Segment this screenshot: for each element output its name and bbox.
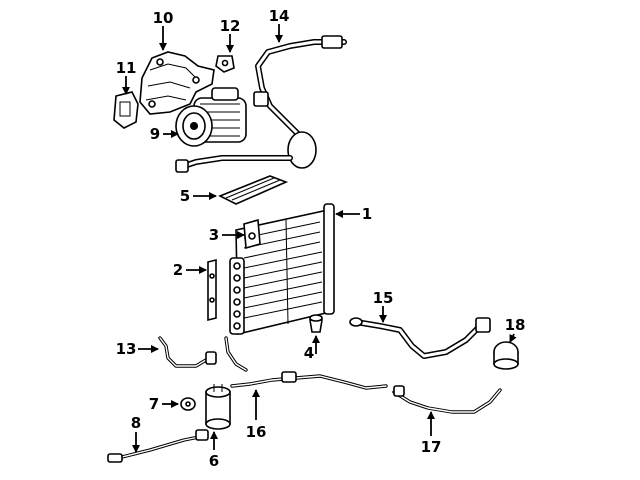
callout-17: 17: [421, 438, 442, 456]
callout-9: 9: [150, 125, 160, 143]
part-2-bracket: [207, 258, 217, 322]
part-18-switch: [493, 341, 519, 370]
callout-13: 13: [116, 340, 137, 358]
part-13-liquid-line: [158, 336, 248, 372]
callout-12: 12: [220, 17, 241, 35]
callout-8: 8: [131, 414, 141, 432]
part-16-pipe: [230, 371, 388, 390]
callout-2: 2: [173, 261, 183, 279]
callout-16: 16: [246, 423, 267, 441]
part-6-receiver-drier: [205, 384, 231, 430]
part-12-clip: [215, 55, 235, 73]
callout-3: 3: [209, 226, 219, 244]
part-3-bracket: [243, 218, 261, 250]
callout-6: 6: [209, 452, 219, 470]
part-14-hose-assembly: [175, 35, 347, 173]
callout-labels: 10 12 11 14 9 5 1 3 2 4 13 15 18 7 6 16 …: [116, 7, 526, 470]
part-15-suction-line: [349, 317, 491, 359]
callout-10: 10: [153, 9, 174, 27]
leader-lines: [122, 24, 517, 453]
part-10-compressor-bracket: [139, 51, 215, 115]
part-7-clip: [180, 397, 196, 411]
part-11-bracket: [113, 91, 139, 129]
part-17-pipe: [392, 385, 502, 414]
callout-4: 4: [304, 344, 314, 362]
callout-1: 1: [362, 205, 372, 223]
part-8-sensor: [107, 429, 209, 463]
callout-14: 14: [269, 7, 290, 25]
part-4-valve: [309, 314, 323, 333]
callout-15: 15: [373, 289, 394, 307]
callout-11: 11: [116, 59, 137, 77]
part-5-seal-strip: [218, 175, 289, 205]
callout-7: 7: [149, 395, 159, 413]
callout-5: 5: [180, 187, 190, 205]
part-9-compressor: [175, 87, 247, 147]
callout-18: 18: [505, 316, 526, 334]
